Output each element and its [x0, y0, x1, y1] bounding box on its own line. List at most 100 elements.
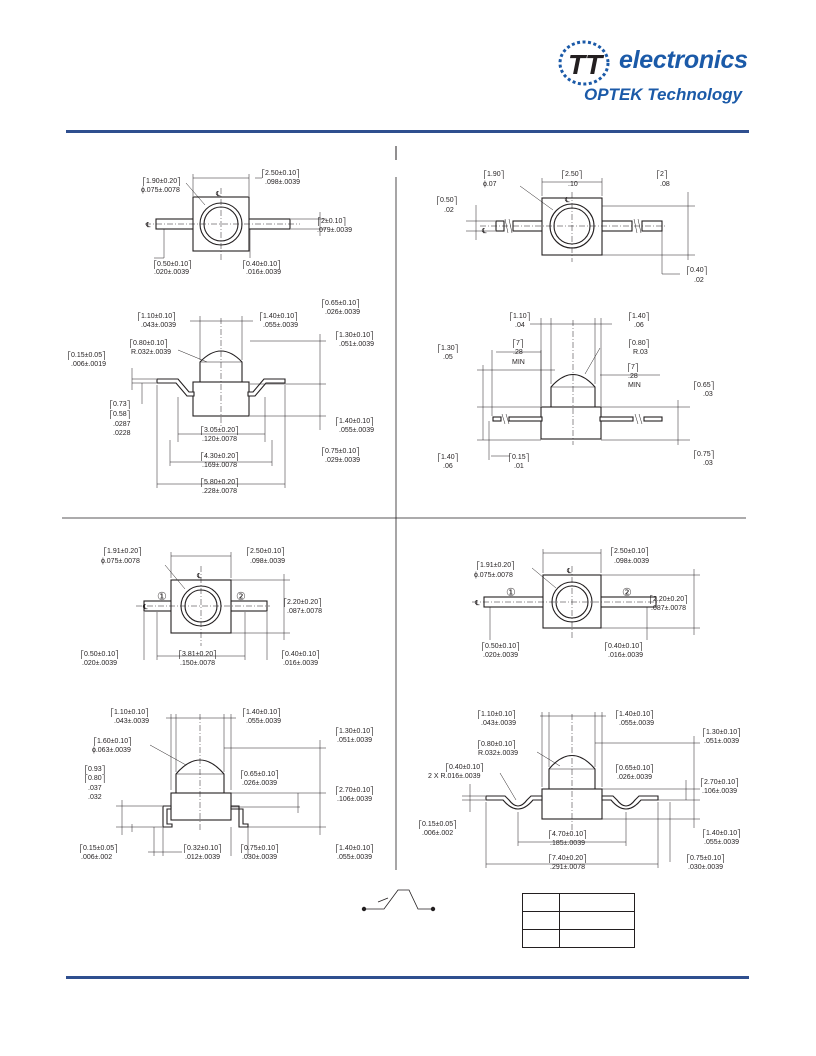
dim-text: .051±.0039	[337, 737, 372, 744]
quad2-top-view: ℄ ℄	[466, 178, 695, 275]
dim-bracket	[336, 417, 373, 426]
dim-text: R.032±.0039	[131, 349, 171, 356]
dim-bracket	[629, 339, 649, 348]
centerline-symbol: ℄	[564, 197, 570, 204]
dim-text: 1.90±0.20	[146, 178, 177, 185]
dim-text: .012±.0039	[185, 854, 220, 861]
dim-text: 3.05±0.20	[204, 427, 235, 434]
dim-bracket	[318, 217, 346, 226]
dim-text: 0.75±0.10	[690, 855, 721, 862]
dim-bracket	[509, 453, 529, 462]
dim-text: 0.50±0.10	[485, 643, 516, 650]
dim-text: 0.75±0.10	[244, 845, 275, 852]
dim-text: .28	[628, 373, 638, 380]
dim-bracket	[179, 650, 216, 659]
dim-text: 0.15	[512, 454, 526, 461]
dim-text: 1.40±0.10	[246, 709, 277, 716]
dim-text: .032	[88, 794, 102, 801]
dim-bracket	[243, 260, 280, 269]
dim-text: .120±.0078	[202, 436, 237, 443]
dim-text: 4.70±0.10	[552, 831, 583, 838]
dim-bracket	[438, 344, 458, 353]
dim-bracket	[513, 339, 523, 348]
dim-bracket	[650, 595, 687, 604]
dim-bracket	[336, 727, 373, 736]
dim-text: .03	[703, 460, 713, 467]
dim-text: .0228	[113, 430, 131, 437]
dim-text: 2.50	[565, 171, 579, 178]
centerline-symbol: ℄	[145, 222, 151, 229]
dim-bracket	[703, 728, 740, 737]
dim-text: ɸ.063±.0039	[92, 747, 131, 754]
dim-text: 0.50	[440, 197, 454, 204]
quad3-top-view: ℄ ℄ ① ②	[136, 552, 290, 660]
dim-text: 1.30±0.10	[339, 728, 370, 735]
dim-text: 0.40	[690, 267, 704, 274]
quad4-side-view	[462, 712, 700, 868]
dim-text: .016±.0039	[246, 269, 281, 276]
centerline-symbol: ℄	[215, 191, 221, 198]
dim-text: ɸ.07	[483, 181, 497, 188]
dim-text: .02	[694, 277, 704, 284]
dim-bracket	[336, 786, 373, 795]
dim-text: 1.30±0.10	[339, 332, 370, 339]
dim-text: .051±.0039	[704, 738, 739, 745]
dim-text: 0.15±0.05	[83, 845, 114, 852]
dim-text: 0.93	[88, 766, 102, 773]
quad3-side-labels: 1.10±0.10 .043±.0039 1.40±0.10 .055±.003…	[81, 709, 372, 861]
dim-bracket	[616, 764, 653, 773]
table-row	[522, 929, 635, 948]
dim-bracket	[110, 400, 130, 409]
dim-bracket	[446, 763, 483, 772]
dim-text: .006±.002	[422, 830, 453, 837]
dim-text: 0.75±0.10	[325, 448, 356, 455]
dim-text: .016±.0039	[608, 652, 643, 659]
dim-bracket	[562, 170, 582, 179]
quad1-top-labels: 1.90±0.20 ɸ.075±.0078 2.50±0.10 .098±.00…	[141, 170, 352, 276]
dim-text: .098±.0039	[250, 558, 285, 565]
pin-2-label: ②	[236, 591, 246, 603]
dim-text: .10	[568, 181, 578, 188]
dim-bracket	[94, 737, 131, 746]
dim-text: .087±.0078	[651, 605, 686, 612]
dim-text: 0.65±0.10	[244, 771, 275, 778]
quad4-top-labels: 1.91±0.20 ɸ.075±.0078 2.50±0.10 .098±.00…	[474, 548, 686, 659]
dim-bracket	[703, 829, 740, 838]
dim-text: 1.91±0.20	[107, 548, 138, 555]
dim-bracket	[260, 312, 297, 321]
dim-text: .051±.0039	[339, 341, 374, 348]
dim-text: .01	[514, 463, 524, 470]
dim-bracket	[336, 844, 373, 853]
dim-text: .043±.0039	[114, 718, 149, 725]
logo-word: electronics	[619, 46, 748, 74]
quad3-top-labels: 1.91±0.20 ɸ.075±.0078 2.50±0.10 .098±.00…	[82, 548, 322, 667]
dim-text: 2.50±0.10	[265, 170, 296, 177]
dim-text: 0.65±0.10	[325, 300, 356, 307]
dim-text: .02	[444, 207, 454, 214]
dim-bracket	[201, 478, 238, 487]
dim-bracket	[478, 740, 515, 749]
dim-text: .291±.0078	[550, 864, 585, 871]
dim-bracket	[657, 170, 667, 179]
dim-text: 0.50±0.10	[84, 651, 115, 658]
dim-text: 0.15±0.05	[71, 352, 102, 359]
dim-text: 1.40±0.10	[619, 711, 650, 718]
quad2-side-labels: 1.10 .04 1.40 .06 1.30 .05 7 .28 MIN 0.8…	[441, 313, 713, 470]
dim-text: 0.40±0.10	[246, 261, 277, 268]
dim-bracket	[629, 312, 649, 321]
dim-text: 0.80±0.10	[133, 340, 164, 347]
dim-text: .06	[443, 463, 453, 470]
dim-text: .28	[513, 349, 523, 356]
dim-bracket	[138, 312, 175, 321]
dim-text: .055±.0039	[337, 854, 372, 861]
dim-bracket	[247, 547, 284, 556]
dim-bracket	[241, 844, 278, 853]
dim-text: 2.70±0.10	[704, 779, 735, 786]
table-row	[522, 911, 635, 930]
header-rule	[66, 130, 749, 133]
dim-bracket	[477, 561, 514, 570]
dim-text: .016±.0039	[283, 660, 318, 667]
dim-text: .169±.0078	[202, 462, 237, 469]
dim-text: .185±.0039	[550, 840, 585, 847]
dim-text: .0287	[113, 421, 131, 428]
